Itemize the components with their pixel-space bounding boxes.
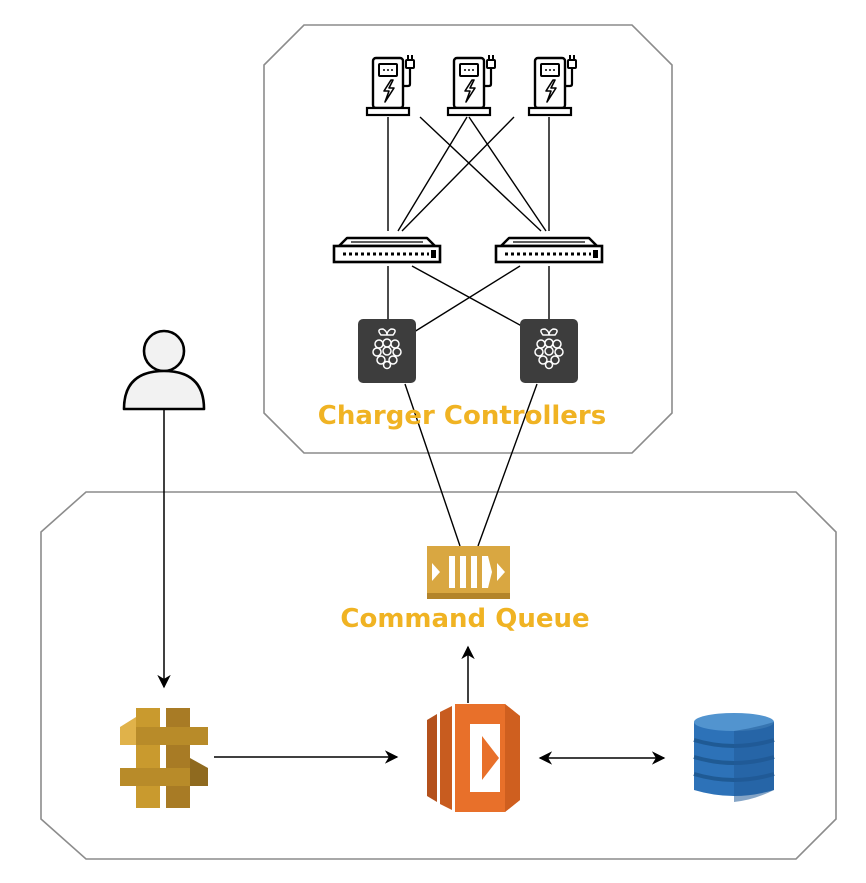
api-gateway-icon [120, 708, 208, 808]
network-switch-icon [494, 236, 604, 264]
user-icon [122, 329, 206, 411]
network-switch-icon [332, 236, 442, 264]
charger-switch-links [387, 116, 550, 232]
command-queue-label: Command Queue [340, 604, 589, 634]
sqs-queue-icon [427, 546, 510, 599]
raspberry-pi-icon [519, 318, 579, 384]
charger-controllers-label: Charger Controllers [318, 401, 606, 431]
switch-controller-links [387, 265, 550, 333]
dynamodb-icon [693, 713, 775, 802]
lambda-icon [427, 704, 520, 812]
raspberry-pi-icon [357, 318, 417, 384]
controller-queue-links [404, 383, 538, 547]
cloud-container [40, 491, 837, 860]
